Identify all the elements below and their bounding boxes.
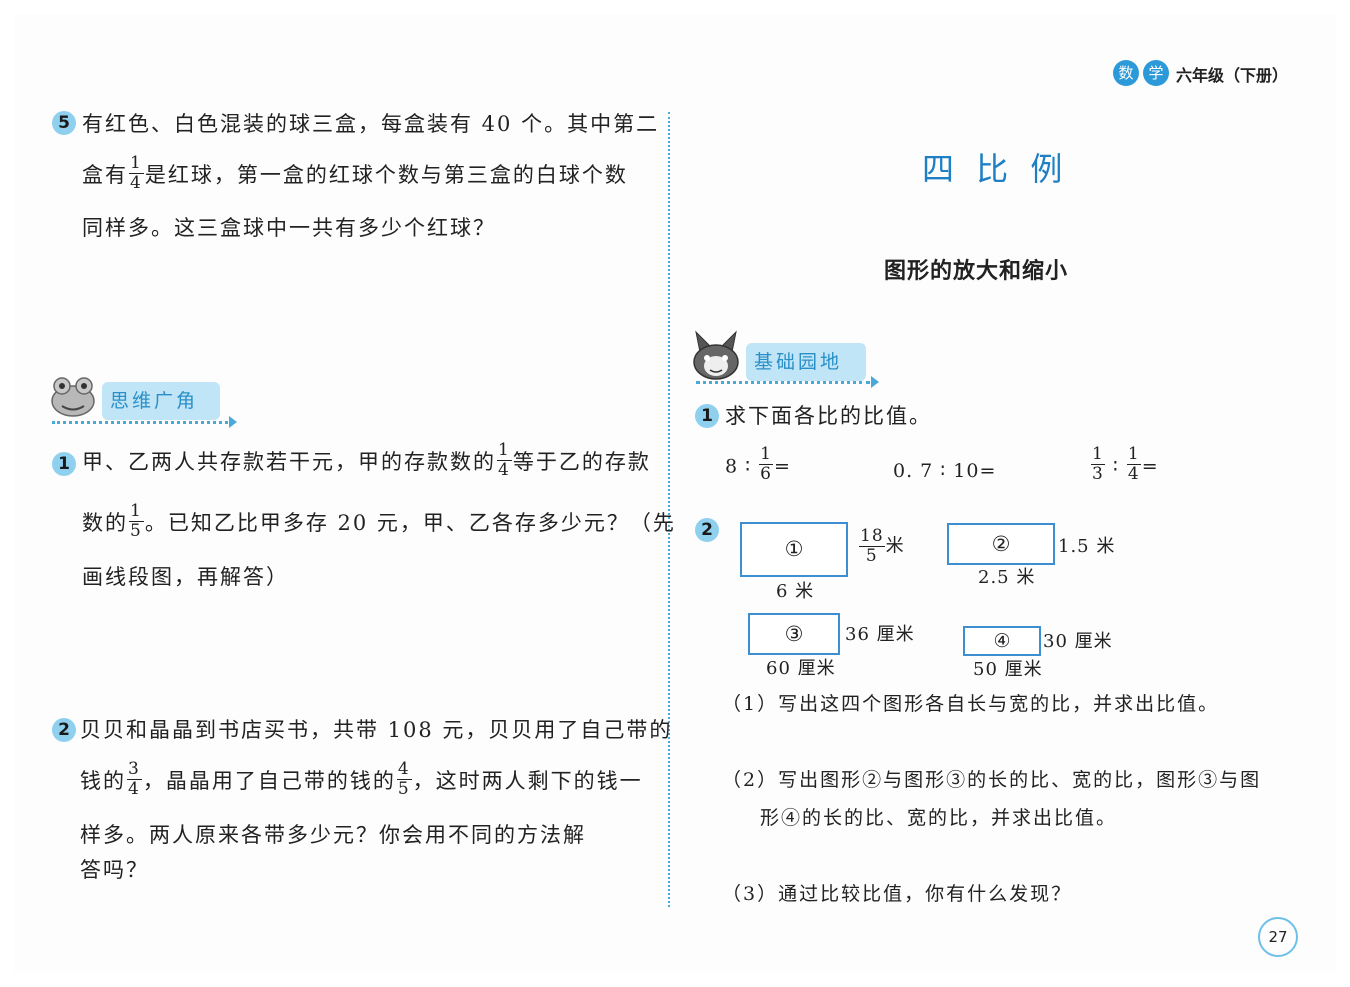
section-banner-siwei: 思维广角 <box>102 382 220 420</box>
banner-arrow-icon-right <box>871 376 879 388</box>
left-q1-text-d: 。已知乙比甲多存 20 元，甲、乙各存多少元？（先 <box>144 511 676 535</box>
left-q1-text-b: 等于乙的存款 <box>512 450 651 474</box>
q5-line3: 同样多。这三盒球中一共有多少个红球？ <box>82 216 496 240</box>
question-number-2-left: 2 <box>52 718 76 742</box>
left-q2-text-a: 钱的 <box>80 769 126 793</box>
q2-sub3: （3）通过比较比值，你有什么发现？ <box>722 883 1073 905</box>
left-q1-line3: 画线段图，再解答） <box>82 565 289 589</box>
rect3-length: 60 厘米 <box>766 658 836 679</box>
subject-badge-shu: 数 <box>1113 60 1139 86</box>
q2-sub2-line1: （2）写出图形②与图形③的长的比、宽的比，图形③与图 <box>722 769 1262 791</box>
lesson-title: 图形的放大和缩小 <box>884 259 1069 284</box>
bunny-mascot-icon <box>692 330 740 380</box>
q5-text-b: 是红球，第一盒的红球个数与第三盒的白球个数 <box>144 163 628 187</box>
unit-title: 四 比 例 <box>922 150 1069 188</box>
expr1-a: 8 ∶ <box>725 455 752 478</box>
question-number-5: 5 <box>52 111 76 135</box>
page-background <box>14 14 1336 972</box>
banner-underline <box>52 421 228 424</box>
rectangle-1: ① <box>740 522 848 577</box>
left-q2-line4: 答吗？ <box>80 858 149 882</box>
rectangle-4: ④ <box>963 626 1041 656</box>
rect2-length: 2.5 米 <box>978 567 1036 588</box>
q2-sub1: （1）写出这四个图形各自长与宽的比，并求出比值。 <box>722 693 1220 715</box>
question-number-1-right: 1 <box>695 404 719 428</box>
left-q2-line1: 贝贝和晶晶到书店买书，共带 108 元，贝贝用了自己带的 <box>80 718 673 742</box>
question-number-2-right: 2 <box>695 518 719 542</box>
rect1-length: 6 米 <box>776 581 815 602</box>
left-q2-line3: 样多。两人原来各带多少元？你会用不同的方法解 <box>80 823 586 847</box>
expr1-b: = <box>773 455 791 478</box>
ratio-expression-2: 0. 7 ∶ 10= <box>893 460 997 482</box>
rectangle-3: ③ <box>748 613 840 655</box>
grade-label: 六年级（下册） <box>1176 66 1289 85</box>
rect1-width-unit: 米 <box>885 535 905 557</box>
expr3-colon: ∶ <box>1112 455 1119 478</box>
left-q1-text-a: 甲、乙两人共存款若干元，甲的存款数的 <box>82 450 496 474</box>
expr3-equals: = <box>1141 455 1159 478</box>
left-q1-text-c: 数的 <box>82 511 128 535</box>
question-number-1-left: 1 <box>52 452 76 476</box>
page-divider <box>668 112 670 907</box>
right-q1-text: 求下面各比的比值。 <box>725 404 932 428</box>
q5-text-a: 盒有 <box>82 163 128 187</box>
rect4-length: 50 厘米 <box>973 659 1043 680</box>
frog-mascot-icon <box>50 376 96 418</box>
rect2-width: 1.5 米 <box>1058 536 1116 557</box>
q2-sub2-line2: 形④的长的比、宽的比，并求出比值。 <box>760 807 1118 829</box>
left-q2-text-c: ，这时两人剩下的钱一 <box>412 769 643 793</box>
section-banner-jichu: 基础园地 <box>746 343 866 381</box>
rect4-width: 30 厘米 <box>1043 631 1113 652</box>
banner-underline-right <box>696 381 870 384</box>
q5-line1: 有红色、白色混装的球三盒，每盒装有 40 个。其中第二 <box>82 112 660 136</box>
left-q2-text-b: ，晶晶用了自己带的钱的 <box>142 769 396 793</box>
banner-arrow-icon <box>229 416 237 428</box>
rect3-width: 36 厘米 <box>845 624 915 645</box>
subject-badge-xue: 学 <box>1143 60 1169 86</box>
page-number: 27 <box>1258 917 1298 957</box>
rectangle-2: ② <box>947 523 1055 565</box>
